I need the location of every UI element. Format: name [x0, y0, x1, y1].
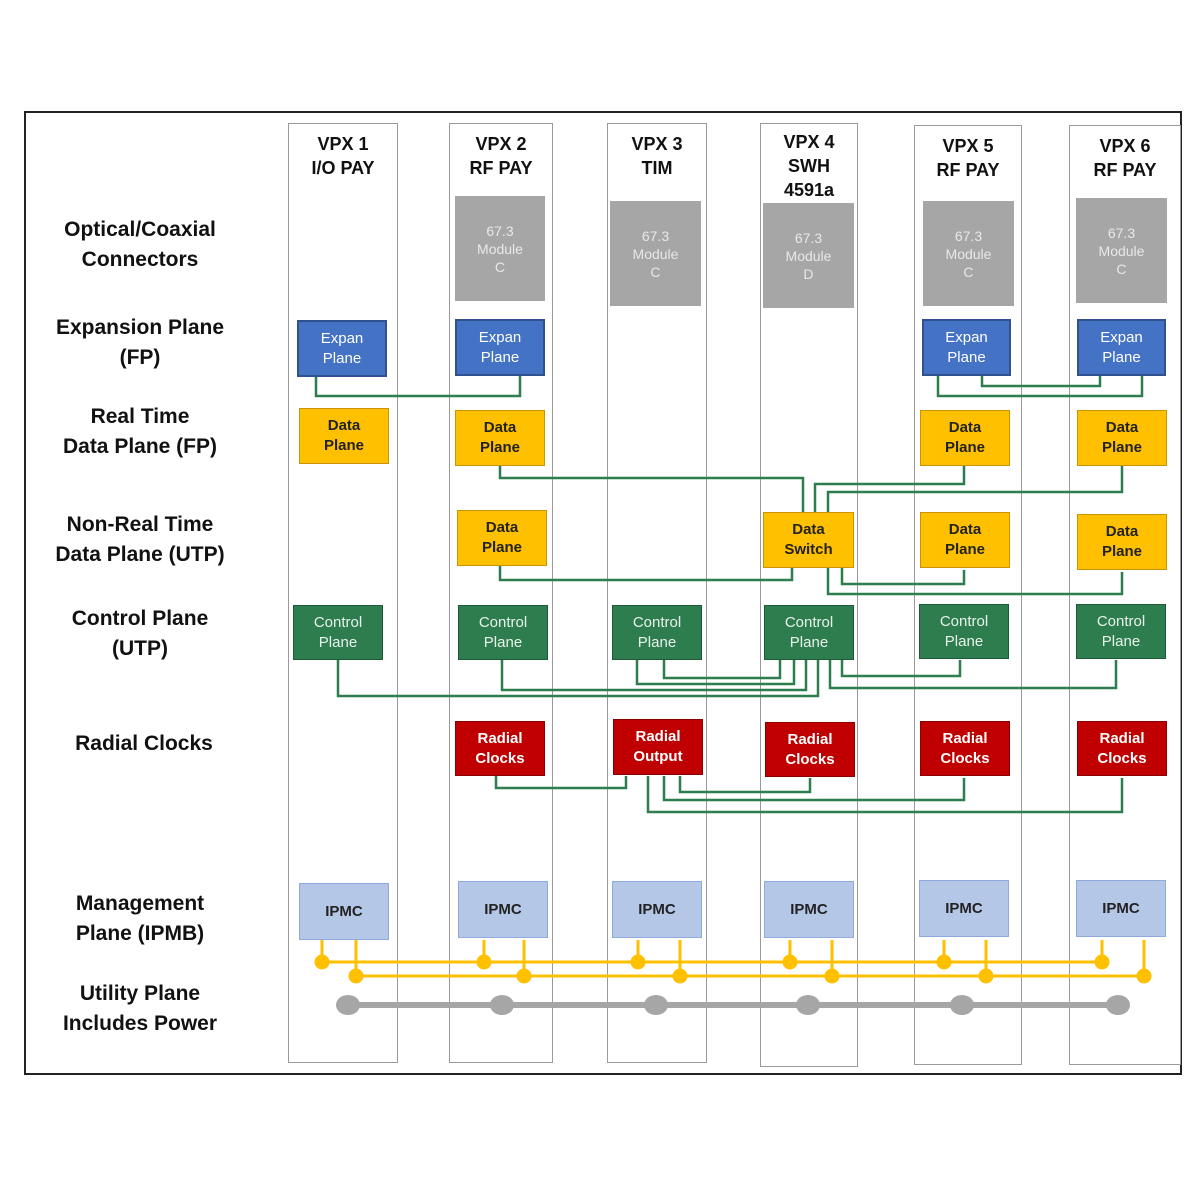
nrt-data-box-vpx5: Data Plane	[920, 512, 1010, 568]
module-box-vpx5: 67.3 Module C	[923, 201, 1014, 306]
control-link-2	[500, 660, 808, 692]
control-link-3a	[635, 660, 796, 686]
clock-link-4	[678, 776, 812, 794]
ipmb-node	[516, 968, 532, 984]
nrt-data-link-5	[840, 568, 966, 586]
utility-node	[950, 995, 974, 1015]
rt-data-link-6	[826, 466, 1124, 512]
clock-link-5	[662, 776, 966, 802]
expansion-link-1-2	[314, 376, 522, 398]
row-label-realtime: Real Time Data Plane (FP)	[62, 405, 218, 458]
control-box-vpx4: Control Plane	[764, 605, 854, 660]
rt-data-box-vpx6: Data Plane	[1077, 410, 1167, 466]
utility-node	[796, 995, 820, 1015]
expansion-box-vpx5: Expan Plane	[922, 319, 1011, 376]
row-label-optical: Optical/Coaxial Connectors	[64, 218, 216, 271]
row-label-control: Control Plane (UTP)	[71, 607, 209, 660]
rt-data-box-vpx5: Data Plane	[920, 410, 1010, 466]
ipmc-box-vpx5: IPMC	[919, 880, 1009, 937]
ipmb-node	[824, 968, 840, 984]
ipmb-node	[1136, 968, 1152, 984]
nrt-data-box-vpx6: Data Plane	[1077, 514, 1167, 570]
utility-node	[644, 995, 668, 1015]
ipmb-bus	[314, 940, 1152, 984]
row-label-utility: Utility Plane Includes Power	[62, 982, 218, 1035]
ipmb-node	[348, 968, 364, 984]
module-box-vpx2: 67.3 Module C	[455, 196, 545, 301]
nrt-data-link-6	[826, 568, 1124, 596]
row-label-management: Management Plane (IPMB)	[75, 892, 205, 945]
ipmb-node	[672, 968, 688, 984]
module-box-vpx4: 67.3 Module D	[763, 203, 854, 308]
clock-box-vpx2: Radial Clocks	[455, 721, 545, 776]
expansion-box-vpx1: Expan Plane	[297, 320, 387, 377]
column-head-vpx4: VPX 4 SWH 4591a	[783, 132, 835, 200]
column-head-vpx2: VPX 2 RF PAY	[469, 134, 533, 178]
row-label-radial: Radial Clocks	[75, 732, 213, 755]
module-box-vpx3: 67.3 Module C	[610, 201, 701, 306]
ipmb-node	[630, 954, 646, 970]
ipmb-node	[936, 954, 952, 970]
utility-node	[490, 995, 514, 1015]
clock-box-vpx5: Radial Clocks	[920, 721, 1010, 776]
clock-link-6	[646, 776, 1124, 814]
utility-bus	[336, 995, 1130, 1015]
data-switch-box-vpx4: Data Switch	[763, 512, 854, 568]
ipmb-node	[476, 954, 492, 970]
control-box-vpx6: Control Plane	[1076, 604, 1166, 659]
green-links	[314, 376, 1144, 814]
ipmb-node	[782, 954, 798, 970]
clock-box-vpx4: Radial Clocks	[765, 722, 855, 777]
ipmc-box-vpx4: IPMC	[764, 881, 854, 938]
ipmb-node	[314, 954, 330, 970]
ipmc-box-vpx6: IPMC	[1076, 880, 1166, 937]
control-link-5	[840, 660, 962, 678]
control-box-vpx2: Control Plane	[458, 605, 548, 660]
column-head-vpx1: VPX 1 I/O PAY	[311, 134, 375, 178]
expansion-link-5-6	[936, 376, 1144, 398]
module-box-vpx6: 67.3 Module C	[1076, 198, 1167, 303]
ipmb-node	[1094, 954, 1110, 970]
control-box-vpx5: Control Plane	[919, 604, 1009, 659]
rt-data-link-2	[498, 466, 805, 512]
radial-output-box-vpx3: Radial Output	[613, 719, 703, 775]
column-head-vpx3: VPX 3 TIM	[631, 134, 683, 178]
rt-data-link-5	[813, 466, 966, 512]
utility-node	[336, 995, 360, 1015]
expansion-box-vpx2: Expan Plane	[455, 319, 545, 376]
control-box-vpx1: Control Plane	[293, 605, 383, 660]
clock-link-2	[494, 776, 628, 790]
control-link-1	[336, 660, 820, 698]
ipmc-box-vpx2: IPMC	[458, 881, 548, 938]
column-head-vpx6: VPX 6 RF PAY	[1093, 136, 1157, 180]
ipmb-node	[978, 968, 994, 984]
control-link-6	[828, 660, 1118, 690]
control-link-3b	[662, 660, 782, 680]
expansion-link-5-6-inner	[980, 376, 1102, 388]
rt-data-box-vpx2: Data Plane	[455, 410, 545, 466]
column-head-vpx5: VPX 5 RF PAY	[936, 136, 1000, 180]
row-label-nonrealtime: Non-Real Time Data Plane (UTP)	[55, 513, 225, 566]
control-box-vpx3: Control Plane	[612, 605, 702, 660]
clock-box-vpx6: Radial Clocks	[1077, 721, 1167, 776]
ipmc-box-vpx3: IPMC	[612, 881, 702, 938]
nrt-data-box-vpx2: Data Plane	[457, 510, 547, 566]
nrt-data-link-2	[498, 566, 794, 582]
ipmc-box-vpx1: IPMC	[299, 883, 389, 940]
rt-data-box-vpx1: Data Plane	[299, 408, 389, 464]
utility-node	[1106, 995, 1130, 1015]
expansion-box-vpx6: Expan Plane	[1077, 319, 1166, 376]
row-label-expansion: Expansion Plane (FP)	[55, 316, 225, 369]
